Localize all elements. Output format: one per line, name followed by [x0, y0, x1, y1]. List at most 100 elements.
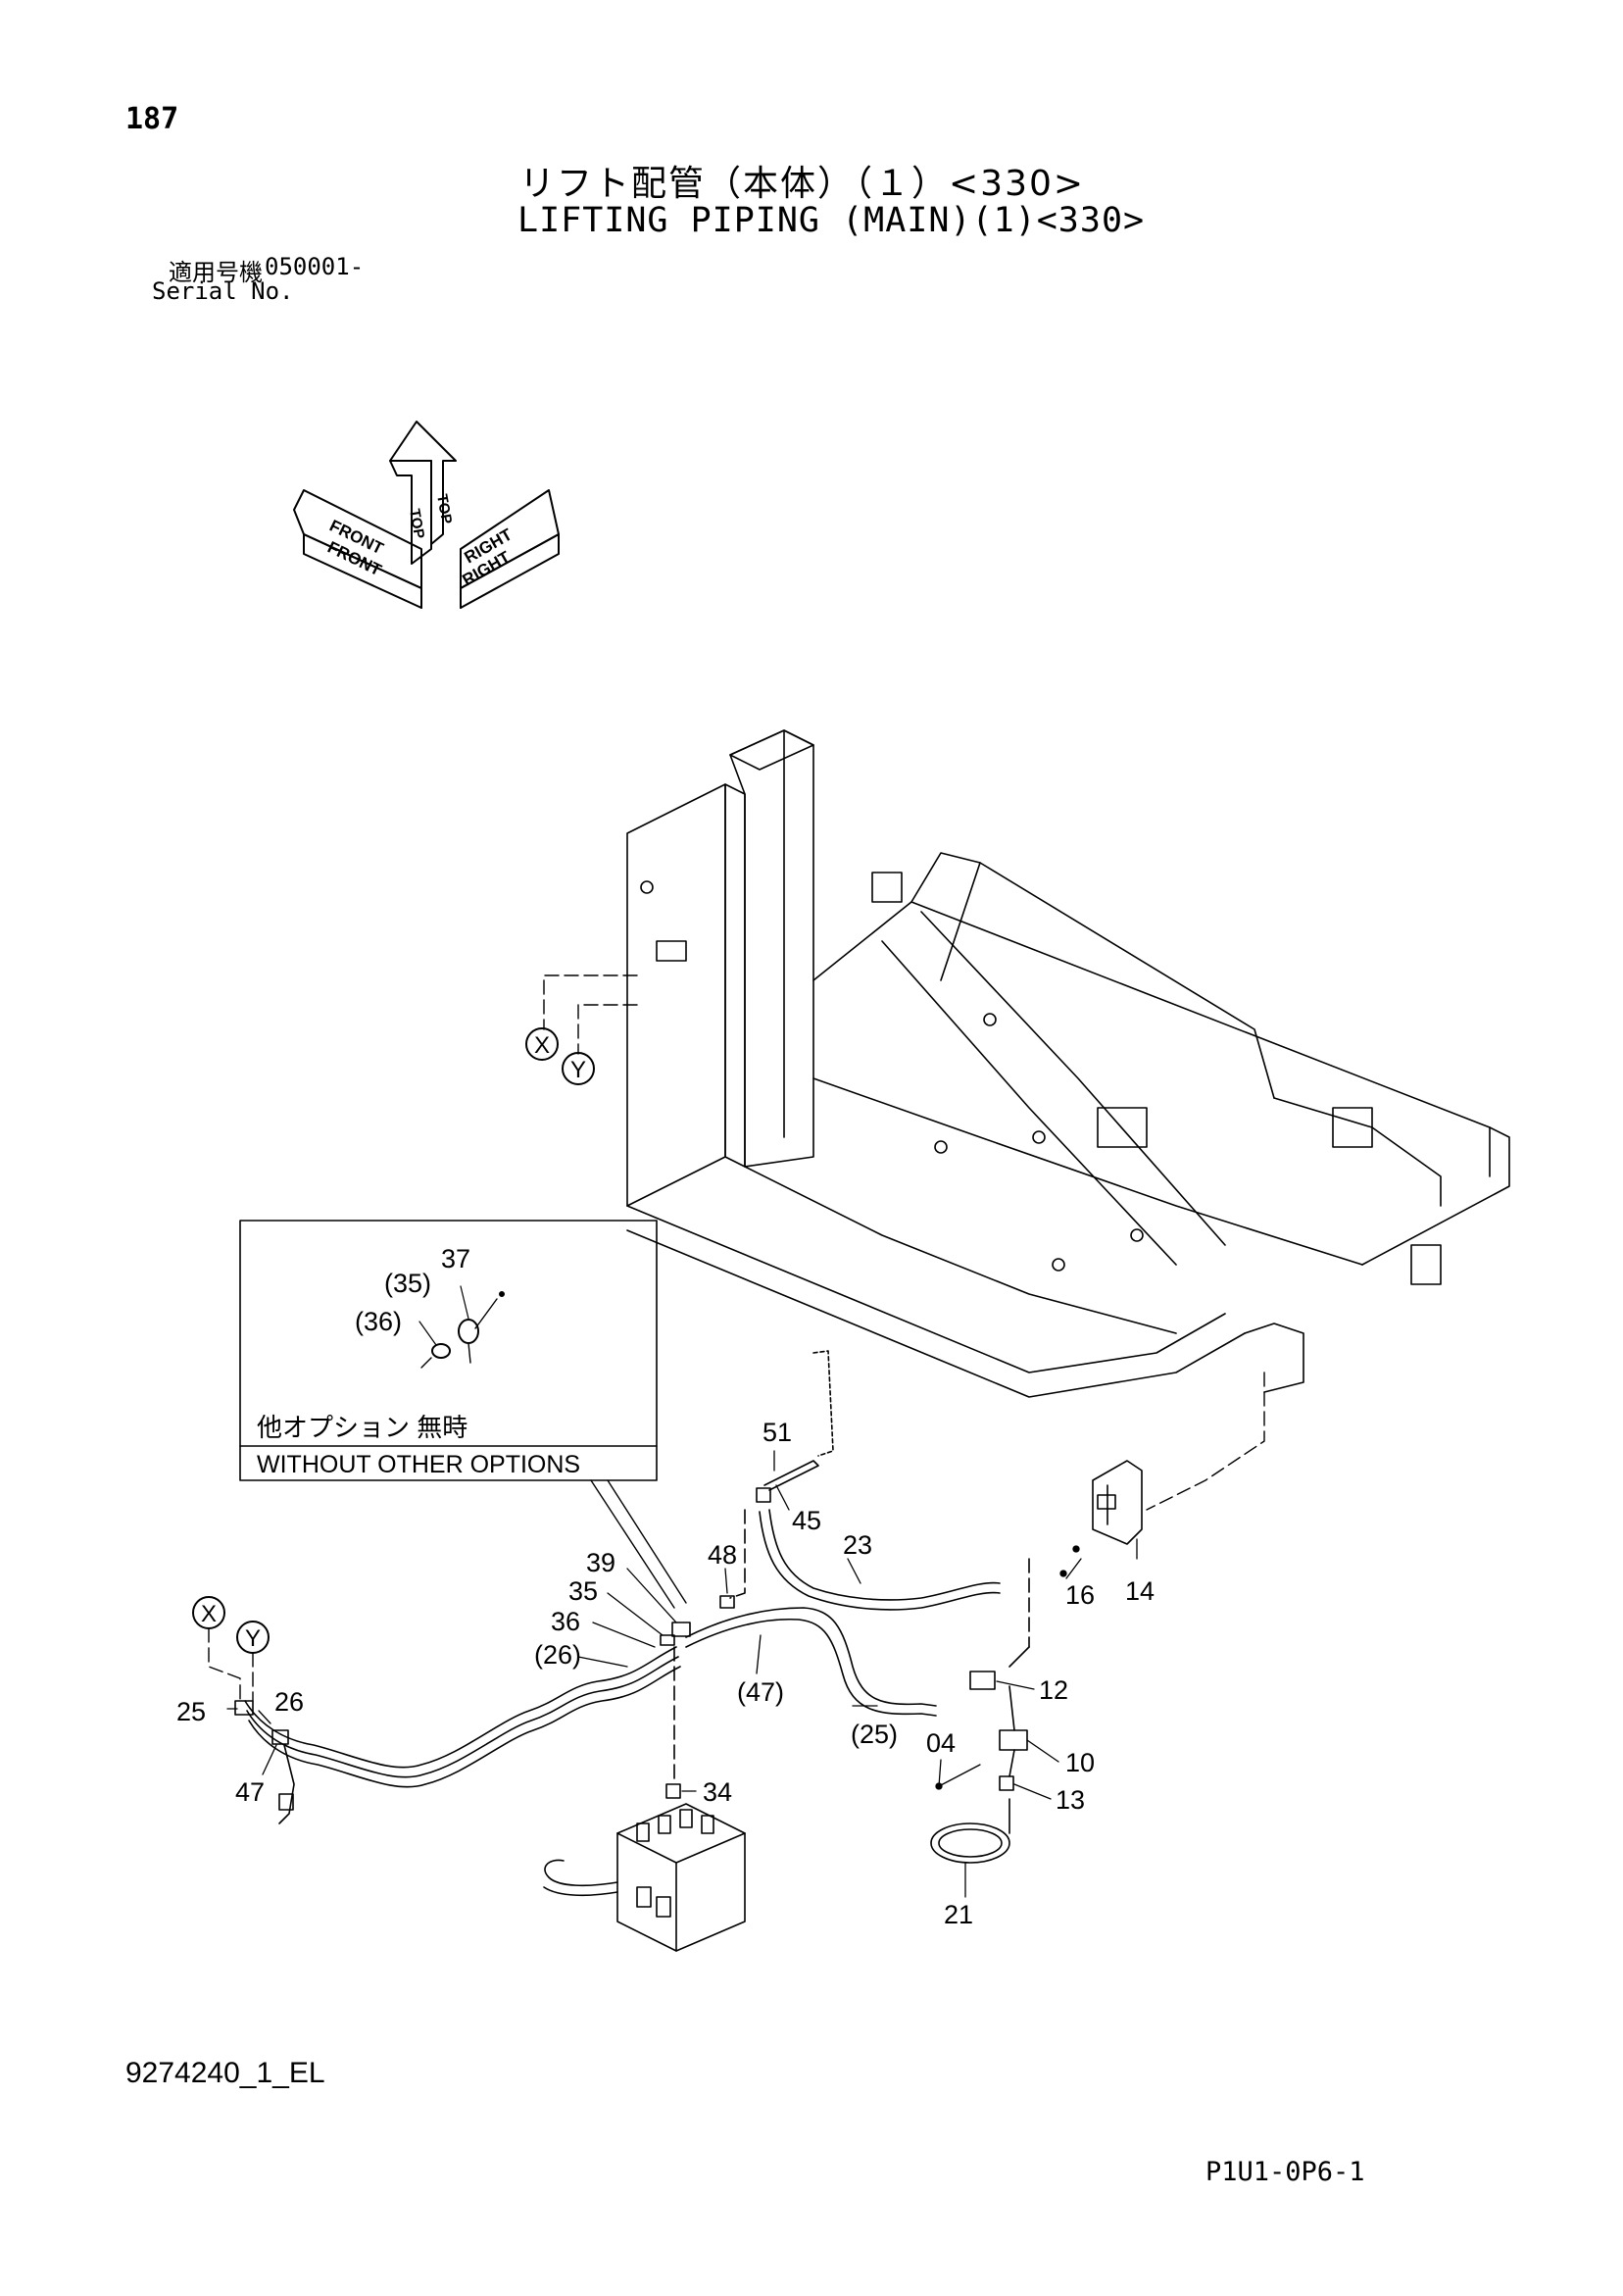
orientation-arrow-top-face: [389, 460, 432, 565]
leader-26-ref: [577, 1656, 628, 1668]
frame-floor-edge: [744, 1166, 1177, 1334]
part-label-48: 48: [708, 1540, 737, 1570]
reference-leaders-upper: [543, 974, 1265, 1511]
leader-04: [938, 1759, 942, 1787]
fitting-39: [671, 1622, 691, 1637]
inset-label-36: (36): [355, 1307, 402, 1336]
frame-rail-rear: [812, 901, 1491, 1177]
fitting-47: [271, 1729, 289, 1745]
leader-45: [775, 1484, 790, 1511]
bolt-16: [1059, 1570, 1067, 1577]
pipe-10-13: [1008, 1749, 1015, 1777]
hose-21: [930, 1822, 1010, 1864]
valve-pipe-b: [543, 1886, 618, 1897]
valve-body: [616, 1803, 746, 1952]
hose-23: [768, 1509, 1001, 1601]
part-label-36: 36: [551, 1607, 580, 1636]
valve-port: [656, 1896, 671, 1918]
part-label-16: 16: [1065, 1580, 1095, 1610]
part-label-39: 39: [586, 1548, 615, 1577]
fitting-26: [234, 1700, 254, 1716]
hose-assembly: [234, 1350, 1143, 1952]
dashed-run-48: [729, 1509, 746, 1599]
pipe-12-10: [1008, 1685, 1015, 1731]
part-label-23: 23: [843, 1530, 872, 1560]
serial-label-japanese: 適用号機: [169, 259, 263, 286]
part-label-35: 35: [568, 1576, 598, 1606]
frame-tail: [1244, 1323, 1304, 1393]
frame-bolt: [1052, 1258, 1065, 1272]
leader-47: [262, 1744, 277, 1775]
leader-12: [996, 1680, 1035, 1690]
fitting-45: [756, 1487, 771, 1503]
orientation-top-label: TOP: [406, 508, 427, 540]
document-code: 9274240_1_EL: [125, 2057, 325, 2089]
valve-spool: [679, 1809, 693, 1828]
leader-36: [592, 1622, 656, 1648]
part-label-45: 45: [792, 1506, 821, 1535]
leader-x-lower: [208, 1627, 241, 1702]
leader-16: [1065, 1558, 1082, 1579]
part-label-51: 51: [762, 1418, 792, 1447]
serial-label-english: Serial No.: [152, 277, 294, 305]
circle-ref-y-upper-label: Y: [570, 1057, 586, 1083]
frame-column-left: [626, 783, 726, 1207]
part-label-47: 47: [235, 1777, 265, 1807]
leader-35: [607, 1592, 664, 1636]
part-label-13: 13: [1056, 1785, 1085, 1815]
leader-26: [258, 1710, 271, 1724]
part-number-labels: 51 45 23 48 39 35 36 (26) (47) 16 14 12 …: [176, 1418, 1155, 1929]
orientation-indicator: TOP TOP FRONT FRONT RIGHT RIGHT: [293, 421, 560, 609]
frame-pad: [871, 872, 903, 903]
leader-23: [847, 1558, 861, 1584]
part-label-47-ref: (47): [737, 1677, 784, 1707]
valve-spool: [701, 1815, 714, 1834]
bracket-14-slot: [1097, 1494, 1116, 1510]
frame-rail-front: [626, 1205, 1226, 1373]
part-leaders: [226, 1450, 1138, 1898]
bracket-51: [763, 1460, 819, 1491]
inset-frame: [239, 1220, 658, 1481]
valve-top-edge: [616, 1832, 746, 1864]
bracket-51-plate: [812, 1350, 834, 1457]
machine-frame: [626, 729, 1510, 1398]
frame-block: [1097, 1107, 1148, 1148]
part-label-26: 26: [274, 1687, 304, 1717]
frame-rail-rear-end: [1361, 1126, 1510, 1266]
hose-bundle-a: [244, 1646, 677, 1769]
leader-47-ref: [756, 1634, 762, 1674]
circle-ref-y-upper: [562, 1052, 595, 1085]
control-valve: [543, 1803, 746, 1952]
inset-box: 37 (35) (36) 他オプション 無時 WITHOUT OTHER OPT…: [239, 1220, 687, 1609]
inset-label-35: (35): [384, 1269, 431, 1298]
hose-47-b: [685, 1618, 937, 1717]
inset-line: [467, 1342, 471, 1364]
frame-bolt: [983, 1013, 997, 1026]
hose-21-inner: [938, 1828, 1003, 1858]
fitting-13: [999, 1775, 1014, 1791]
inset-caption-english: WITHOUT OTHER OPTIONS: [257, 1451, 580, 1478]
circle-ref-x-upper: [525, 1027, 559, 1061]
frame-bolt: [1032, 1130, 1046, 1144]
fitting-10: [999, 1729, 1028, 1751]
frame-bracket: [656, 940, 687, 962]
leader-48: [724, 1568, 728, 1594]
inset-pointer-1: [590, 1479, 675, 1609]
frame-boom-top: [910, 852, 981, 903]
hose-bundle-b: [246, 1656, 679, 1778]
inset-fitting-36: [431, 1343, 451, 1359]
frame-block: [1410, 1244, 1442, 1285]
leader-y-upper: [577, 1004, 638, 1055]
part-label-21: 21: [944, 1900, 973, 1929]
bracket-14: [1092, 1460, 1143, 1545]
frame-bolt: [934, 1140, 948, 1154]
inset-line: [420, 1357, 432, 1369]
hose-23-b: [759, 1511, 1001, 1611]
frame-column-top: [729, 729, 814, 771]
inset-label-37: 37: [441, 1244, 470, 1273]
leader-x-upper: [543, 974, 638, 1030]
part-label-14: 14: [1125, 1576, 1155, 1606]
part-label-26-ref: (26): [534, 1640, 581, 1670]
frame-block: [1332, 1107, 1373, 1148]
leader-39: [626, 1568, 677, 1623]
